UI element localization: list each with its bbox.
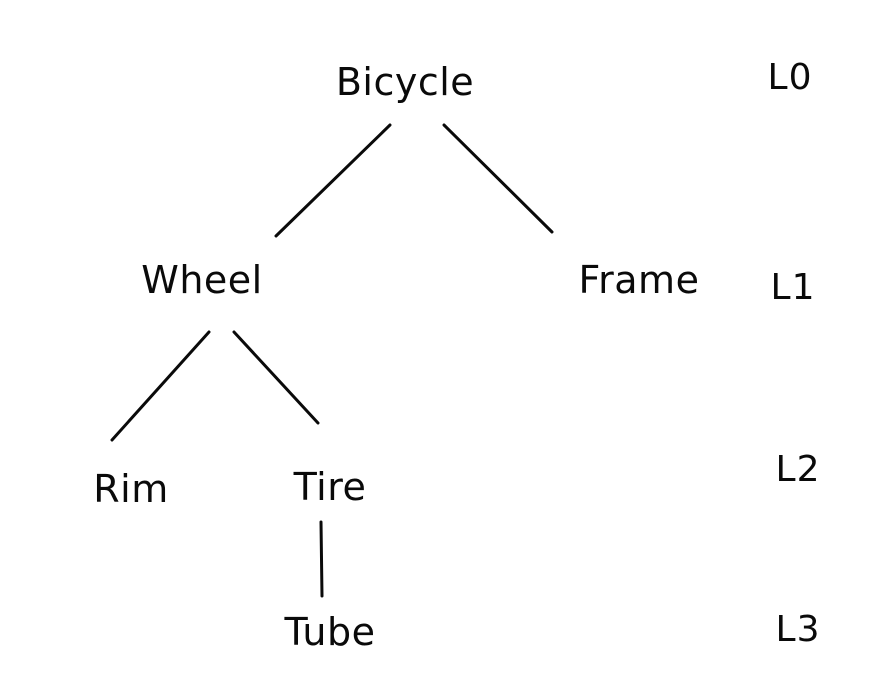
tree-edge-wheel-tire [232, 330, 320, 425]
tree-node-frame[interactable]: Frame [578, 258, 700, 302]
tree-node-tire[interactable]: Tire [293, 465, 367, 509]
tree-node-tube[interactable]: Tube [284, 610, 376, 654]
level-label-l3: L3 [775, 609, 821, 650]
tree-node-bicycle[interactable]: Bicycle [335, 60, 475, 104]
tree-edge-wheel-rim [110, 330, 211, 442]
tree-node-wheel[interactable]: Wheel [141, 258, 263, 302]
tree-edge-bicycle-frame [442, 123, 554, 234]
level-label-l0: L0 [767, 57, 813, 98]
tree-node-rim[interactable]: Rim [93, 467, 169, 511]
tree-edge-bicycle-wheel [274, 123, 392, 238]
level-label-l2: L2 [775, 449, 821, 490]
level-label-l1: L1 [770, 267, 816, 308]
tree-edge-tire-tube [319, 520, 324, 598]
